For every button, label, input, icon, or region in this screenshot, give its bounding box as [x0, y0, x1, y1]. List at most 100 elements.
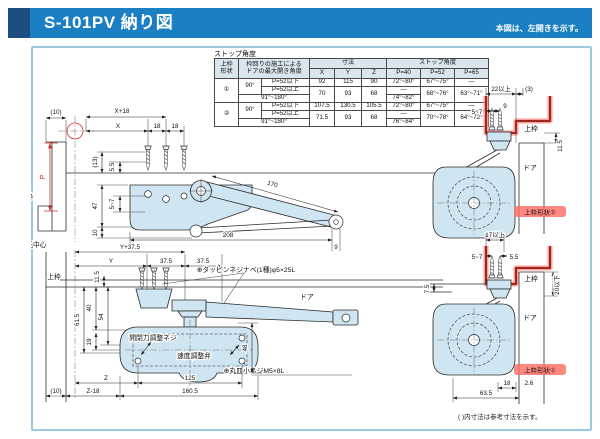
arm-end-pin	[341, 313, 351, 323]
dim-208: 208	[223, 232, 234, 239]
dim-18: 18	[153, 123, 161, 130]
speed-valve-note: 速度調整弁	[177, 351, 211, 360]
cell: 91°~180°	[238, 118, 310, 127]
pinion-nut	[177, 310, 203, 318]
bracket-screw	[150, 267, 158, 290]
elev-right-dimension: 48	[238, 322, 262, 374]
dim-z18: Z-18	[87, 388, 100, 395]
dim-160-5: 160.5	[182, 388, 198, 395]
p-dimension: P	[39, 142, 58, 212]
dim-3ref: (3)	[525, 86, 533, 93]
dim-170: 170	[266, 180, 278, 190]
header-text: ドアの最大開き角度	[246, 67, 302, 75]
header-bar: S-101PV 納り図 本図は、左開きを示す。	[8, 8, 592, 38]
arm-pivot-block	[171, 299, 207, 312]
pinion-plan	[189, 179, 213, 203]
table-row: ② 90° P=52以下 107.5 130.5 105.5 72°~80° 6…	[214, 102, 489, 127]
dim-9: 9	[334, 244, 338, 251]
dim-p: P	[40, 174, 47, 179]
cell: 76°~84°	[386, 118, 421, 127]
door-label: ドア	[523, 164, 537, 172]
door-section	[518, 142, 545, 234]
arm-shoe	[489, 288, 511, 299]
dim-10ref: (10)	[50, 388, 61, 395]
dim-13ref: (13)	[92, 156, 99, 167]
arm-shoe	[489, 140, 511, 151]
section-view-shape2: 上枠 ドア 22以上 (3) 5~7 9 11.5 上枠形状②	[432, 83, 566, 239]
shape2-label-highlight	[514, 206, 566, 217]
header-text: 枠回りの施工による	[246, 60, 302, 68]
frame-screw	[496, 108, 504, 131]
technical-drawing: P タテ枠 (10) X+18 X 18 18	[31, 83, 566, 404]
table-title: ストップ角度	[214, 51, 256, 58]
dim-z: Z	[104, 375, 108, 382]
dim-5-7: 5~7	[472, 109, 483, 116]
mounting-screw	[162, 145, 170, 171]
mount-bracket	[486, 279, 512, 290]
dim-5-7: 5~7	[472, 254, 483, 261]
frame-edge-lines	[45, 252, 67, 402]
dim-10ref: (10)	[50, 109, 61, 116]
dim-37-5: 37.5	[160, 258, 173, 265]
sec1-bottom-dimensions: 18 2.6 63.5	[452, 378, 535, 402]
dim-5-5: 5.5	[109, 162, 116, 171]
top-frame-label: 上枠	[47, 272, 61, 281]
top-frame-lines	[46, 279, 443, 288]
machine-screw-note: ⊕丸皿小ネジM5×8L	[224, 366, 285, 375]
dim-x18: X+18	[115, 108, 130, 115]
frame-profile-line	[485, 246, 551, 285]
dim-17min: 17以上	[485, 230, 505, 239]
frame-screw	[488, 256, 496, 279]
dim-61-5: 61.5	[74, 313, 81, 326]
door-label: ドア	[300, 293, 314, 301]
dim-y37: Y+37.5	[120, 244, 141, 251]
stop-angle-table: 上枠 形状 枠回りの施工による ドアの最大開き角度 寸法 ストップ角度 X Y …	[214, 58, 489, 127]
elev-bottom-dimensions: Z 125 (10) Z-18 160.5	[45, 366, 259, 400]
plan-left-dimensions: (13) 5.5 47 5~7 10	[91, 151, 192, 239]
body-screw	[238, 357, 246, 365]
hidden-outline	[132, 333, 248, 367]
top-frame-label: 上枠	[524, 274, 538, 283]
bracket-screw	[162, 267, 170, 290]
header-text: 上枠	[220, 60, 233, 68]
cell-shape2: ②	[214, 102, 239, 127]
table-row: 91°~180° 76°~84°	[215, 118, 489, 127]
bracket-screw	[138, 267, 146, 290]
table-row: P=52以上 71.5 93 68 — 70°~78° 64°~72°	[215, 110, 489, 127]
shape1-label-highlight	[514, 364, 566, 375]
mounting-screw	[144, 145, 152, 171]
screw-hole	[144, 190, 152, 198]
header-note: 本図は、左開きを示す。	[495, 24, 583, 33]
screw-hole	[180, 192, 188, 200]
closer-body-section	[432, 166, 516, 239]
hinge-pivot-mark	[66, 122, 84, 140]
dim-22min: 22以上	[491, 84, 511, 93]
elev-left-dimensions: 61.5 40 54 19	[73, 286, 136, 354]
elev-annotations: ⊕タッピンネジナベ(1種)φ5×25L 開閉力調整ネジ 速度調整弁 ⊕丸皿小ネジ…	[128, 264, 352, 376]
dim-y: Y	[109, 258, 114, 265]
plan-view: P タテ枠 (10) X+18 X 18 18	[31, 107, 443, 252]
plan-arm-dimensions: 170 208 9	[129, 175, 341, 252]
frame-screw	[488, 108, 496, 131]
dim-x: X	[116, 123, 121, 130]
center-lines	[58, 116, 95, 242]
cell: 64°~72°	[454, 110, 489, 127]
dim-40: 40	[86, 304, 93, 312]
arm-pivot-plan	[189, 224, 203, 238]
elevation-view: 吊元中心 上枠 ドア Y+37.5 Y 37.5 37.5 11.5 61.5 …	[31, 239, 443, 402]
sec1-dimensions: 17以上 5~7 5.5 7.5 20以下	[423, 229, 562, 297]
dim-19: 19	[86, 338, 93, 346]
hinge-center-label: 吊元中心	[31, 240, 47, 249]
page-title: S-101PV 納り図	[44, 13, 174, 32]
dim-63-5: 63.5	[480, 390, 493, 397]
force-adjust-note: 開閉力調整ネジ	[129, 333, 177, 342]
shape2-label: 上枠形状②	[524, 208, 556, 217]
dim-18: 18	[503, 380, 511, 387]
dim-5-5: 5.5	[510, 254, 519, 261]
dim-11-5: 11.5	[94, 271, 101, 283]
dim-18: 18	[171, 123, 179, 130]
body-screw	[238, 334, 246, 342]
vertical-frame-profile	[37, 120, 67, 232]
dim-47: 47	[92, 202, 99, 210]
shape1-label: 上枠形状①	[524, 366, 556, 375]
